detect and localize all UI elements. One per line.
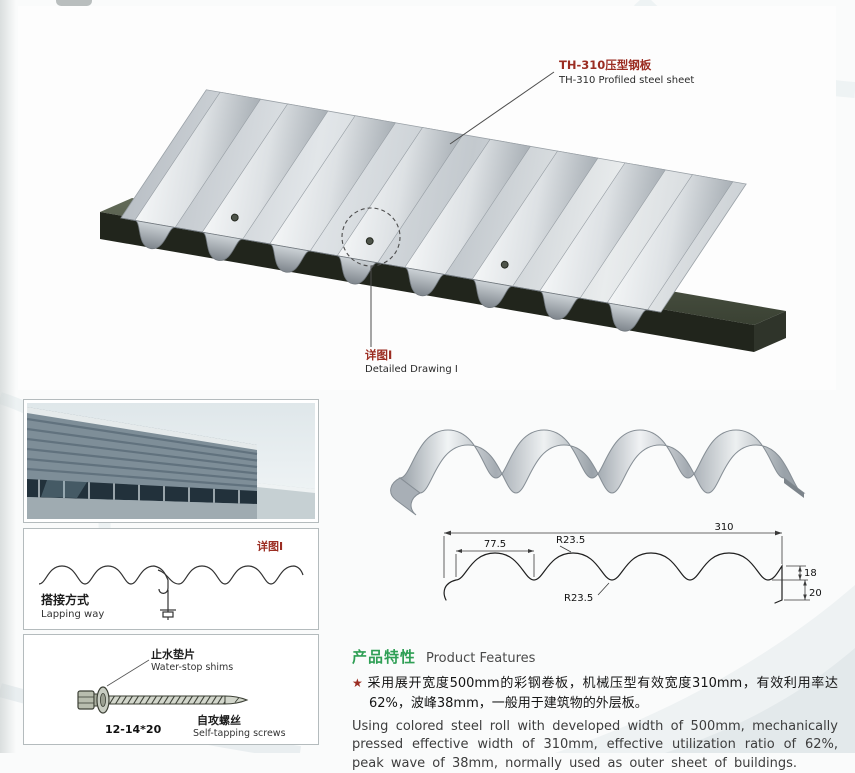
screw-name-en: Self-tapping screws xyxy=(193,728,286,739)
dim-total-width: 310 xyxy=(714,522,733,533)
star-bullet-icon: ★ xyxy=(352,676,364,690)
profile-band xyxy=(398,429,806,494)
dim-radius-bottom: R23.5 xyxy=(564,593,593,604)
dim-edge-height: 20 xyxy=(809,588,822,599)
screw-size-label: 12-14*20 xyxy=(105,723,162,736)
profile-3d-render xyxy=(340,398,840,558)
washer-label-zh: 止水垫片 xyxy=(151,647,195,661)
features-text-zh: ★采用展开宽度500mm的彩钢卷板，机械压型有效宽度310mm，有效利用率达62… xyxy=(352,674,838,714)
features-heading-zh: 产品特性 xyxy=(352,648,417,666)
product-features: 产品特性 Product Features ★采用展开宽度500mm的彩钢卷板，… xyxy=(352,646,838,773)
product-label-zh: TH-310压型钢板 xyxy=(559,58,652,72)
lapping-detail-ref: 详图I xyxy=(257,539,283,553)
lapping-panel: 详图I 搭接方式 Lapping way xyxy=(23,528,319,630)
fastener-screws xyxy=(230,213,509,269)
washer-leader-line xyxy=(106,659,150,687)
profile-outline xyxy=(443,552,783,604)
detail-label-en: Detailed Drawing I xyxy=(365,364,458,375)
product-label-en: TH-310 Profiled steel sheet xyxy=(558,75,694,86)
scan-mark xyxy=(56,0,92,6)
screw-name-zh: 自攻螺丝 xyxy=(197,713,241,727)
product-leader-line xyxy=(449,71,555,145)
features-heading: 产品特性 Product Features xyxy=(352,646,838,667)
dimension-drawing: 310 77.5 R23.5 R23.5 18 20 xyxy=(408,520,848,638)
profile-left-lip xyxy=(390,477,421,516)
features-text-en: Using colored steel roll with developed … xyxy=(352,719,838,771)
main-illustration: 详图I Detailed Drawing I TH-310压型钢板 TH-310… xyxy=(18,6,836,390)
dim-radius-top: R23.5 xyxy=(556,535,585,546)
dimension-arrows xyxy=(444,530,807,600)
profiled-sheet xyxy=(120,81,747,332)
dim-rib-height: 18 xyxy=(804,568,817,579)
washer-label-en: Water-stop shims xyxy=(151,662,233,673)
sheet-wave-edge xyxy=(120,217,661,332)
lapping-title-en: Lapping way xyxy=(41,609,104,620)
building-photo-panel xyxy=(23,399,319,523)
self-tapping-screw-drawing xyxy=(77,686,249,714)
features-heading-en: Product Features xyxy=(426,651,536,666)
lapping-drawing xyxy=(38,565,304,620)
features-text-zh-body: 采用展开宽度500mm的彩钢卷板，机械压型有效宽度310mm，有效利用率达62%… xyxy=(367,676,838,712)
profile-right-edge xyxy=(784,478,804,498)
dimension-lines xyxy=(443,532,810,601)
screw-panel: 止水垫片 Water-stop shims 12-14*20 自攻螺丝 Self… xyxy=(23,634,319,745)
building-photo xyxy=(26,403,315,519)
dim-pitch: 77.5 xyxy=(484,539,506,550)
lapping-title-zh: 搭接方式 xyxy=(41,592,89,607)
detail-label-zh: 详图I xyxy=(365,348,392,362)
